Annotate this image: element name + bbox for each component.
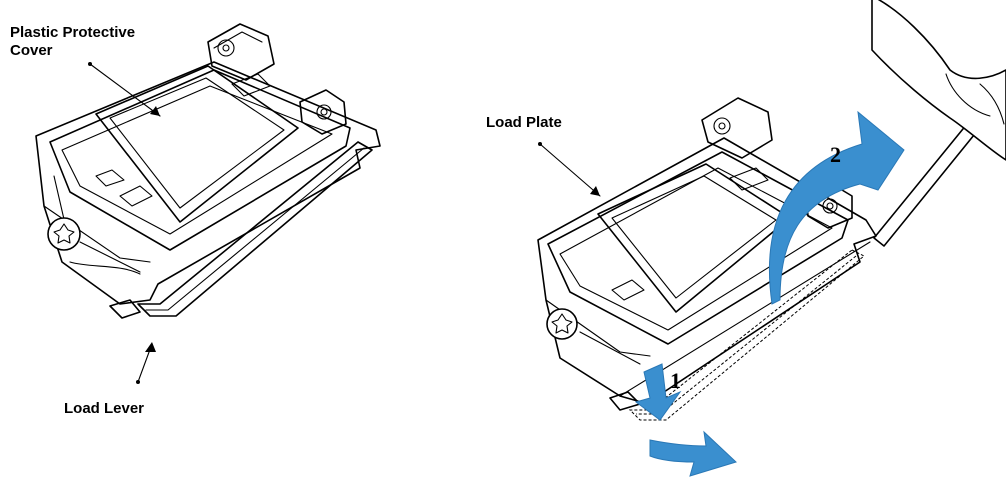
screw-icon — [546, 308, 578, 340]
curved-arrow-icon — [634, 363, 682, 421]
plastic-cover-label-line2: Cover — [10, 42, 53, 59]
left-socket-illustration — [35, 23, 381, 319]
plastic-cover-label-line1: Plastic Protective — [10, 24, 136, 41]
right-socket-illustration — [537, 85, 1005, 421]
load-plate-label: Load Plate — [486, 114, 562, 131]
step-number-2: 2 — [830, 142, 841, 167]
load-lever-label: Load Lever — [64, 400, 145, 417]
step-number-1: 1 — [670, 368, 681, 393]
curved-arrow-icon — [768, 110, 905, 305]
load-plate-leader — [538, 142, 601, 197]
plastic-cover-label: Plastic Protective Cover — [10, 24, 135, 60]
plastic-cover-leader — [88, 62, 161, 117]
curved-arrow-icon — [649, 430, 737, 477]
load-lever-leader — [136, 342, 156, 384]
screw-icon — [47, 217, 81, 251]
hand-icon — [871, 0, 1006, 161]
